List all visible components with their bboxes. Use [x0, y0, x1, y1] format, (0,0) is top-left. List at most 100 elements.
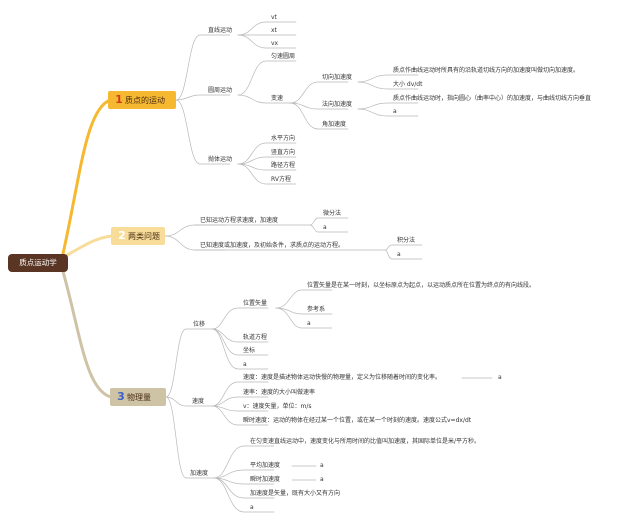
variable-link-0: [289, 81, 349, 104]
projectile-link-0: [237, 142, 297, 165]
node-instant-acceleration[interactable]: 瞬时加速度: [250, 476, 281, 483]
problem-2-link-0: [384, 244, 423, 251]
node-integration[interactable]: 积分法: [397, 237, 416, 244]
node-velocity-a[interactable]: a: [498, 374, 502, 381]
b3-link-1: [165, 396, 217, 407]
circular-link-1: [237, 94, 297, 104]
root-to-branch-3: [60, 266, 113, 399]
position-link-1: [275, 307, 333, 315]
linear-link-2: [237, 34, 297, 49]
node-velocity-vector[interactable]: v：速度矢量，单位：m/s: [243, 403, 312, 410]
node-displacement-a[interactable]: a: [243, 361, 247, 368]
linear-link-0: [237, 21, 297, 36]
position-link-2: [275, 307, 333, 329]
velocity-link-0: [211, 381, 269, 407]
position-link-0: [275, 289, 333, 309]
node-circular-motion[interactable]: 圆周运动: [208, 87, 233, 94]
branch-2-label: 两类问题: [128, 232, 160, 241]
node-normal-def[interactable]: 质点作曲线运动时，指向圆心（曲率中心）的加速度，与曲线切线方向垂直: [393, 95, 592, 102]
branch-1-number: 1: [115, 93, 123, 106]
branch-1-label: 质点的运动: [125, 96, 165, 105]
branch-2-number: 2: [118, 229, 126, 242]
acceleration-link-4: [213, 477, 275, 513]
node-displacement[interactable]: 位移: [193, 321, 206, 328]
normal-link-0: [357, 102, 419, 110]
node-instant-acceleration-a[interactable]: a: [320, 476, 324, 483]
node-acceleration-a[interactable]: a: [250, 504, 254, 511]
node-linear-motion[interactable]: 直线运动: [208, 27, 233, 34]
variable-link-1: [289, 102, 349, 110]
root-node[interactable]: 质点运动学: [8, 254, 68, 272]
tangential-link-0: [357, 74, 419, 83]
root-to-branch-2: [60, 234, 114, 260]
node-rv-equation[interactable]: RV方程: [271, 176, 291, 183]
node-instant-velocity[interactable]: 瞬时速度：运动的物体在经过某一个位置，或在某一个时刻的速度。速度公式v=dx/d…: [243, 417, 472, 424]
problem-1-link-0: [309, 217, 349, 226]
displacement-link-3: [211, 328, 269, 370]
branch-3-number: 3: [117, 390, 125, 403]
node-tangential-acceleration[interactable]: 切向加速度: [322, 74, 353, 81]
circular-link-0: [237, 60, 297, 96]
node-average-acceleration[interactable]: 平均加速度: [250, 462, 281, 469]
projectile-link-1: [237, 156, 297, 165]
b2-link-0: [164, 224, 226, 237]
node-position-vector-a[interactable]: a: [307, 320, 311, 327]
node-normal-acceleration[interactable]: 法向加速度: [322, 101, 353, 108]
node-path-equation[interactable]: 路径方程: [271, 162, 296, 169]
node-variable-speed[interactable]: 变速: [271, 95, 284, 102]
node-vertical[interactable]: 竖直方向: [271, 149, 296, 156]
node-problem-1-a[interactable]: a: [323, 224, 327, 231]
node-vx[interactable]: vx: [271, 40, 279, 47]
problem-1-link-1: [309, 224, 349, 233]
node-normal-a[interactable]: a: [393, 108, 397, 115]
problem-2-link-1: [384, 249, 423, 260]
node-position-vector-def[interactable]: 位置矢量是在某一时刻，以坐标原点为起点，以运动质点所在位置为终点的有向线段。: [307, 282, 536, 289]
b3-link-0: [165, 328, 217, 398]
node-acceleration-vector[interactable]: 加速度是矢量，既有大小又有方向: [250, 490, 341, 497]
node-coordinate[interactable]: 坐标: [243, 347, 256, 354]
node-velocity-def[interactable]: 速度：速度是描述物体运动快慢的物理量，定义为位移随着时间的变化率。: [243, 374, 442, 381]
node-differentiation[interactable]: 微分法: [323, 210, 342, 217]
node-average-acceleration-a[interactable]: a: [320, 462, 324, 469]
node-vt[interactable]: vt: [271, 14, 277, 21]
node-projectile-motion[interactable]: 抛体运动: [208, 156, 233, 163]
node-problem-2[interactable]: 已知速度或加速度，及初始条件，求质点的运动方程。: [200, 242, 345, 249]
velocity-link-2: [211, 405, 269, 412]
normal-link-1: [357, 108, 419, 117]
node-horizontal[interactable]: 水平方向: [271, 135, 296, 142]
projectile-link-2: [237, 163, 297, 171]
node-reference-frame[interactable]: 参考系: [307, 306, 326, 313]
variable-link-2: [289, 102, 349, 130]
node-xt[interactable]: xt: [271, 27, 277, 34]
node-velocity[interactable]: 速度: [192, 398, 205, 405]
node-speed[interactable]: 速率：速度的大小叫做速率: [243, 389, 316, 396]
acceleration-link-1: [213, 469, 275, 479]
b1-link-2: [175, 99, 231, 165]
node-uniform-circular[interactable]: 匀速圆周: [271, 53, 296, 60]
velocity-link-3: [211, 405, 269, 426]
node-problem-1[interactable]: 已知运动方程求速度，加速度: [200, 217, 279, 224]
velocity-link-1: [211, 396, 269, 407]
node-trajectory-equation[interactable]: 轨道方程: [243, 334, 268, 341]
b3-link-2: [165, 396, 217, 479]
tangential-link-1: [357, 81, 419, 90]
b1-link-1: [175, 94, 231, 101]
root-to-branch-1: [60, 98, 112, 260]
displacement-link-0: [211, 307, 269, 330]
node-position-vector[interactable]: 位置矢量: [243, 300, 268, 307]
node-angular-acceleration[interactable]: 角加速度: [322, 121, 347, 128]
projectile-link-3: [237, 163, 297, 185]
node-acceleration-def[interactable]: 在匀变速直线运动中，速度变化与所用时间的比值叫加速度，其国际单位是米/平方秒。: [250, 438, 481, 445]
node-acceleration[interactable]: 加速度: [190, 470, 209, 477]
node-tangential-def[interactable]: 质点作曲线运动时所具有的沿轨道切线方向的加速度叫做切向加速度。: [393, 67, 580, 74]
branch-3-label: 物理量: [127, 393, 151, 402]
b1-link-0: [175, 34, 231, 101]
acceleration-link-0: [213, 445, 275, 479]
node-problem-2-a[interactable]: a: [397, 251, 401, 258]
node-tangential-magnitude[interactable]: 大小 dv/dt: [393, 81, 423, 88]
